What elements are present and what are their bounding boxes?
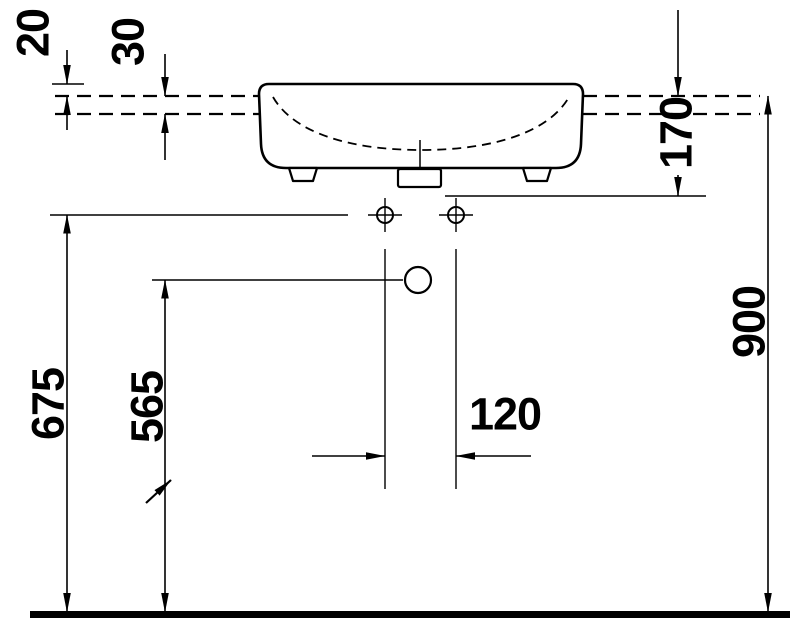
drain-flange <box>396 167 443 189</box>
dimension-170: 170 <box>651 10 702 197</box>
dimension-20: 20 <box>8 9 71 130</box>
fixing-holes-and-trap <box>368 198 473 295</box>
fixing-hole-left <box>376 206 394 224</box>
dimension-120-label: 120 <box>469 389 541 440</box>
dimension-900: 900 <box>724 95 775 613</box>
basin-right-foot <box>521 166 553 183</box>
washbasin-front-view <box>257 82 585 189</box>
dimension-30-label: 30 <box>103 18 154 66</box>
dimension-565-label: 565 <box>122 371 173 443</box>
reference-pointer-arrow <box>145 479 172 504</box>
dimension-20-label: 20 <box>8 9 59 57</box>
dimension-675-label: 675 <box>23 368 74 440</box>
floor-line <box>30 611 790 618</box>
fixing-hole-right <box>447 206 465 224</box>
basin-left-foot <box>287 166 319 183</box>
dimension-30: 30 <box>103 18 169 160</box>
dimension-120: 120 <box>312 389 542 460</box>
basin-outline <box>257 82 585 170</box>
trap-outlet-circle <box>403 265 433 295</box>
dimension-170-label: 170 <box>651 97 702 169</box>
dimension-900-label: 900 <box>724 286 775 358</box>
dimension-675: 675 <box>23 214 74 613</box>
dimension-565: 565 <box>122 279 173 613</box>
basin-inner-bowl-dashed-line <box>272 96 570 151</box>
countertop-reference-lines <box>55 94 760 116</box>
